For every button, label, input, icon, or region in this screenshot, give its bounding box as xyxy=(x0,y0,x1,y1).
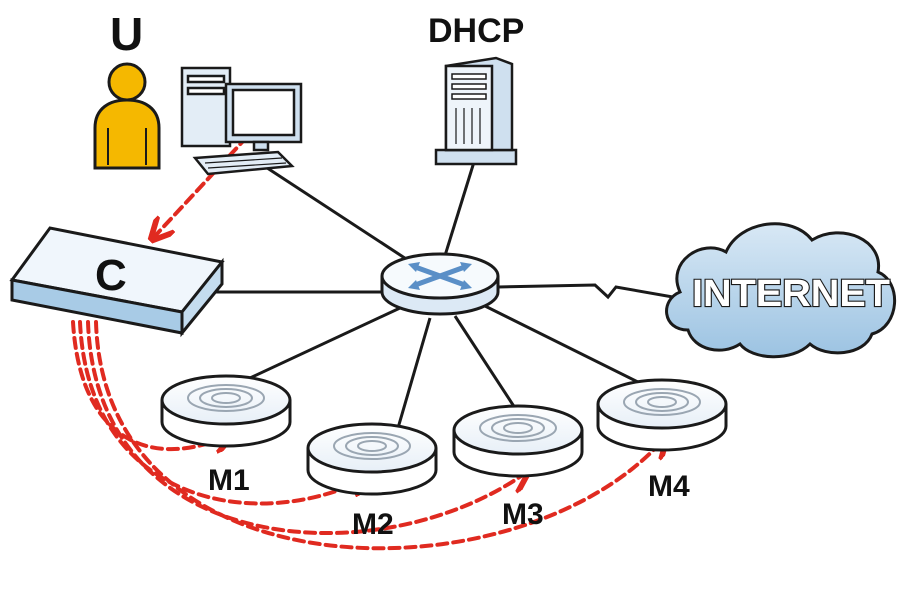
arrow-controller-ap2 xyxy=(78,320,366,506)
controller-icon xyxy=(9,226,225,338)
link-router-internet xyxy=(497,283,691,302)
controller-label: C xyxy=(95,251,127,300)
ap2-label: M2 xyxy=(352,508,394,541)
internet-label: INTERNET xyxy=(692,273,890,315)
management-arrows xyxy=(71,123,663,551)
arrow-controller-ap1 xyxy=(71,320,228,449)
ap1-label: M1 xyxy=(208,464,250,497)
access-point-icon xyxy=(306,422,438,496)
ap3-label: M3 xyxy=(502,498,544,531)
link-router-ap3 xyxy=(453,315,517,409)
link-pc-router xyxy=(254,158,421,270)
link-dhcp-router xyxy=(441,161,476,263)
arrow-pc-controller xyxy=(155,123,260,236)
network-links xyxy=(205,158,691,429)
arrow-controller-ap4 xyxy=(94,320,663,551)
link-router-ap2 xyxy=(396,317,432,429)
ap4-label: M4 xyxy=(648,470,690,503)
user-icon xyxy=(93,62,161,170)
router-icon xyxy=(380,252,500,316)
server-icon xyxy=(434,56,518,166)
access-point-icon xyxy=(596,378,728,452)
dhcp-label: DHCP xyxy=(428,12,524,50)
computer-icon xyxy=(180,66,303,176)
link-router-ap4 xyxy=(484,304,651,390)
user-label: U xyxy=(110,8,143,60)
arrow-controller-ap3 xyxy=(86,320,524,536)
link-router-ap1 xyxy=(249,306,401,380)
cloud-icon xyxy=(665,222,896,359)
access-point-icon xyxy=(452,404,584,478)
access-point-icon xyxy=(160,374,292,448)
